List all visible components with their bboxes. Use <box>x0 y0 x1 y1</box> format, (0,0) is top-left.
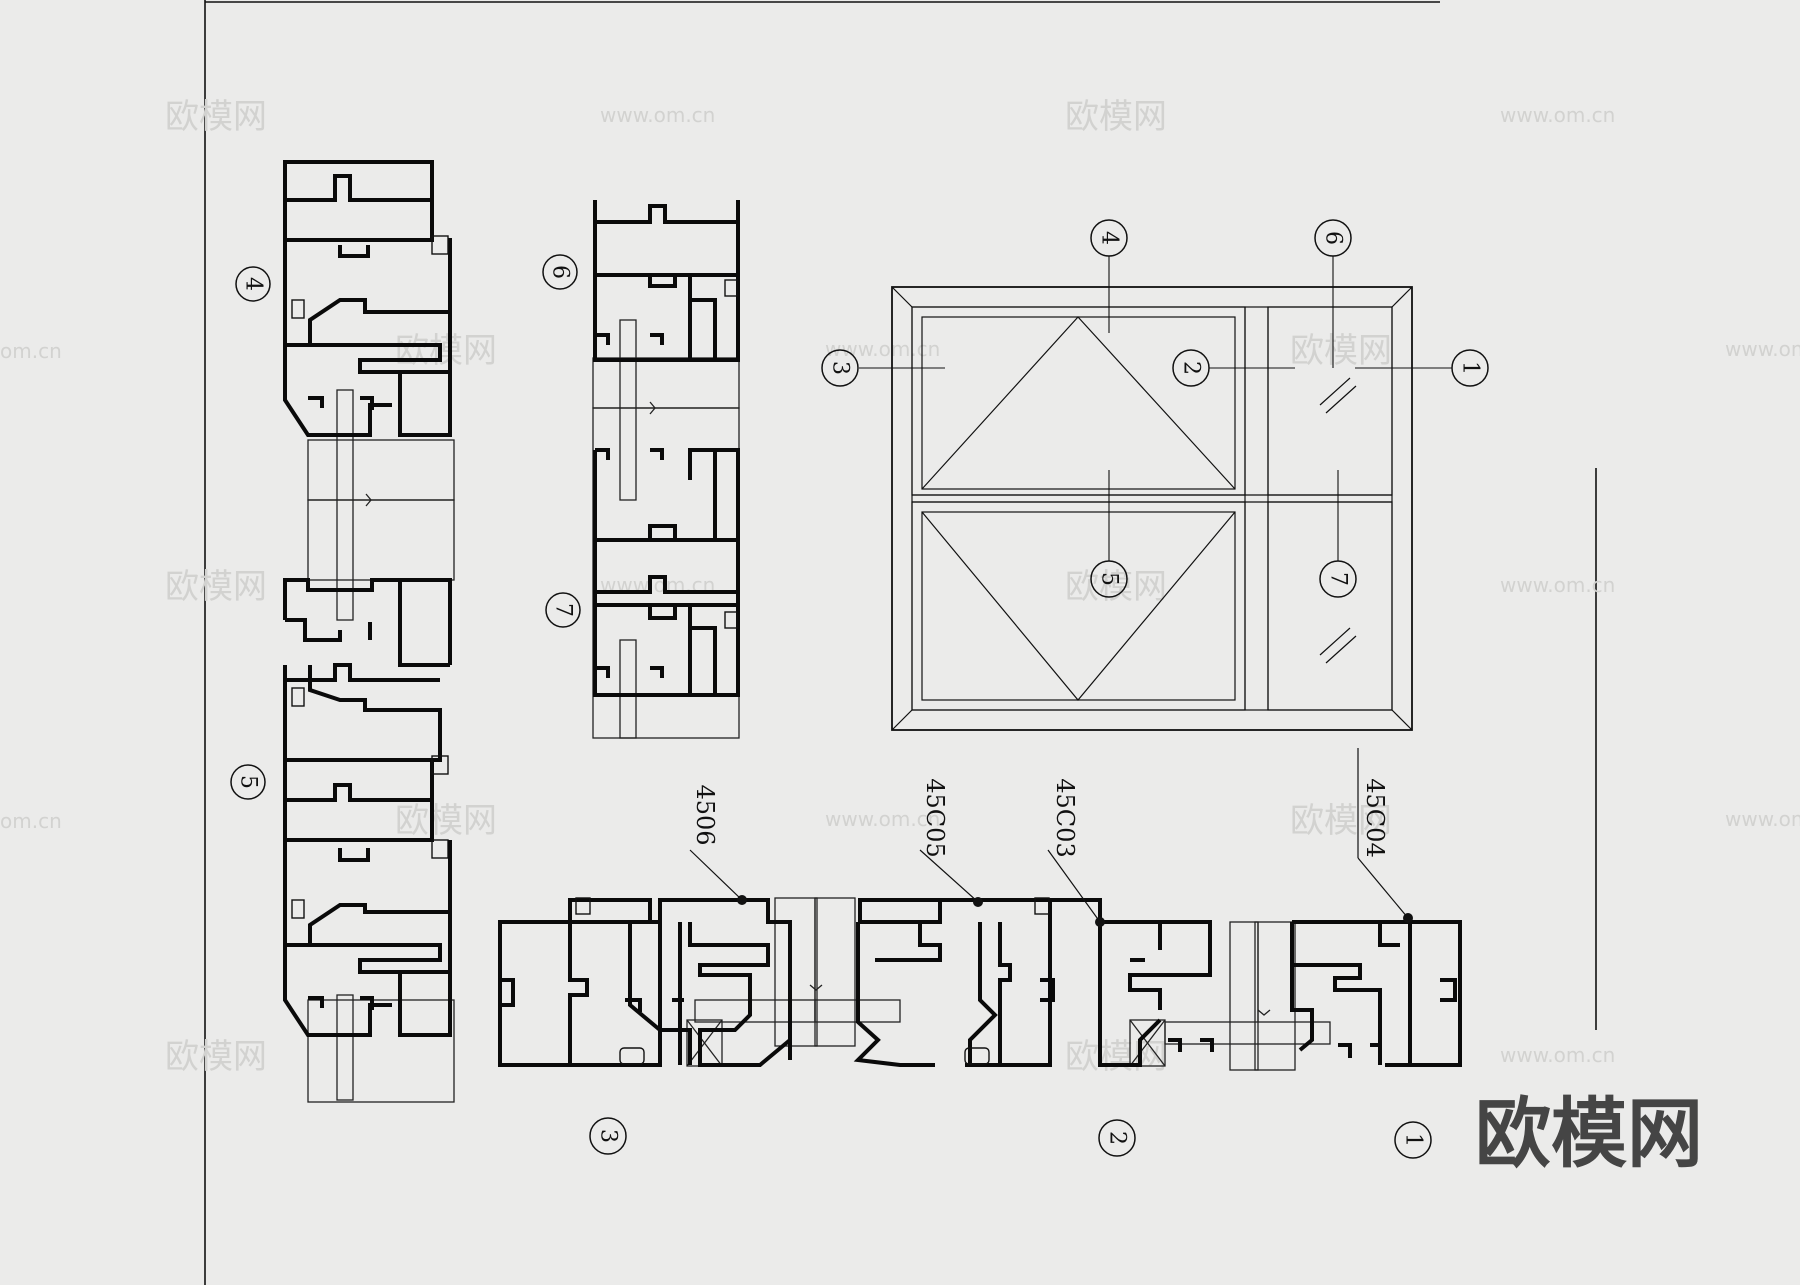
watermark-cn: 欧模网 <box>165 1037 267 1077</box>
callout-6: 6 <box>1321 231 1346 245</box>
callout-7: 7 <box>551 603 576 617</box>
callout-1: 1 <box>1458 361 1483 375</box>
watermark-cn: 欧模网 <box>395 801 497 841</box>
callout-6: 6 <box>548 265 573 279</box>
watermark-cn: 欧模网 <box>1065 567 1167 607</box>
watermark-cn: 欧模网 <box>1290 801 1392 841</box>
watermark-cn: 欧模网 <box>165 97 267 137</box>
watermark-layer: 欧模网 www.om.cn 欧模网 www.om.cn om.cn 欧模网 ww… <box>0 97 1800 1077</box>
profile-code-45c03: 45C03 <box>1051 778 1079 857</box>
callout-bubble: 2 <box>1098 1119 1136 1157</box>
callout-bubble: 4 <box>1090 219 1128 257</box>
callout-4: 4 <box>241 277 266 291</box>
callout-4: 4 <box>1097 231 1122 245</box>
callout-3: 3 <box>828 361 853 375</box>
callout-5: 5 <box>1097 572 1122 586</box>
watermark-url: www.om.cn <box>825 337 940 361</box>
callout-7: 7 <box>1326 572 1351 586</box>
left-vertical-section: 4 5 <box>230 160 455 1103</box>
callout-bubble: 2 <box>1172 349 1210 387</box>
watermark-cn: 欧模网 <box>165 567 267 607</box>
watermark-url: www.om.cn <box>1725 807 1800 831</box>
callout-bubble: 6 <box>542 254 578 290</box>
callout-3: 3 <box>596 1129 621 1143</box>
callout-2: 2 <box>1179 361 1204 375</box>
watermark-cn: 欧模网 <box>1065 97 1167 137</box>
callout-5: 5 <box>236 775 261 789</box>
callout-bubble: 7 <box>545 592 581 628</box>
sheet-border <box>204 0 1597 1285</box>
callout-bubble: 5 <box>1090 560 1128 598</box>
callout-1: 1 <box>1401 1133 1426 1147</box>
callout-bubble: 4 <box>235 266 271 302</box>
callout-2: 2 <box>1105 1131 1130 1145</box>
watermark-url: www.om.cn <box>600 103 715 127</box>
profile-code-4506: 4506 <box>691 784 719 845</box>
brand-logo: 欧模网 <box>1475 1089 1703 1178</box>
watermark-url-short: om.cn <box>0 339 62 363</box>
watermark-url: www.om.cn <box>1500 103 1615 127</box>
profile-code-45c05: 45C05 <box>921 778 949 857</box>
callout-bubble: 6 <box>1314 219 1352 257</box>
bottom-horizontal-section: 4506 45C05 45C03 45C04 3 2 1 <box>498 748 1462 1159</box>
callout-bubble: 1 <box>1394 1121 1432 1159</box>
callout-bubble: 3 <box>821 349 859 387</box>
watermark-url: www.om.cn <box>1500 573 1615 597</box>
callout-bubble: 3 <box>589 1117 627 1155</box>
watermark-url: www.om.cn <box>825 807 940 831</box>
watermark-url: www.om.cn <box>1500 1043 1615 1067</box>
watermark-url: www.om.cn <box>1725 337 1800 361</box>
watermark-url-short: om.cn <box>0 809 62 833</box>
watermark-cn: 欧模网 <box>1065 1037 1167 1077</box>
middle-vertical-section: 6 7 <box>542 200 740 739</box>
callout-bubble: 5 <box>230 764 266 800</box>
watermark-cn: 欧模网 <box>395 331 497 371</box>
profile-code-45c04: 45C04 <box>1361 778 1389 857</box>
callout-bubble: 1 <box>1451 349 1489 387</box>
window-elevation: 4 6 3 2 1 5 7 <box>821 219 1489 731</box>
callout-bubble: 7 <box>1319 560 1357 598</box>
watermark-cn: 欧模网 <box>1290 331 1392 371</box>
